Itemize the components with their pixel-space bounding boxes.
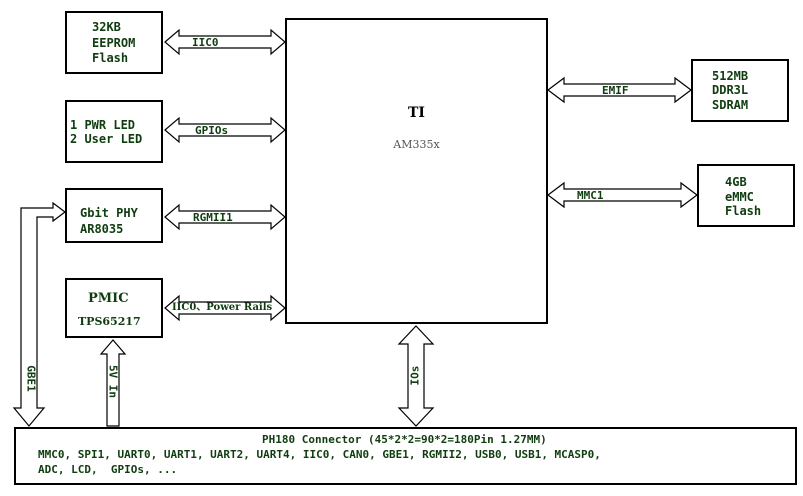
link-label-5v-in: 5V In: [106, 364, 120, 399]
link-label-rgmii1: RGMII1: [193, 211, 233, 224]
eeprom-line-3: Flash: [92, 51, 129, 65]
led-line-1: 1 PWR LED: [70, 118, 136, 132]
emmc-line-1: 4GB: [725, 175, 747, 189]
arrow-mmc1: [547, 181, 698, 209]
led-block: [65, 100, 163, 163]
arrow-ios: [397, 325, 435, 427]
ddr-line-3: SDRAM: [712, 98, 749, 112]
arrow-gbe1: [12, 201, 66, 427]
soc-model: AM335x: [393, 138, 440, 151]
ddr-line-1: 512MB: [712, 69, 749, 83]
connector-block: [14, 427, 797, 485]
emmc-block: [697, 164, 795, 227]
eeprom-line-2: EEPROM: [92, 36, 136, 50]
link-label-gpios: GPIOs: [195, 124, 229, 137]
emmc-line-2: eMMC: [725, 190, 754, 204]
link-label-ios: IOs: [408, 365, 422, 386]
connector-signals-2: ADC, LCD, GPIOs, ...: [38, 463, 178, 476]
eeprom-block: [65, 11, 163, 74]
ddr-block: [691, 59, 789, 122]
eeprom-line-1: 32KB: [92, 20, 121, 34]
link-label-gbe1: GBE1: [24, 365, 38, 392]
phy-block: [65, 188, 163, 243]
link-label-emif: EMIF: [602, 84, 629, 97]
connector-title: PH180 Connector (45*2*2=90*2=180Pin 1.27…: [262, 433, 547, 446]
pmic-line-1: PMIC: [88, 291, 129, 306]
link-label-mmc1: MMC1: [577, 189, 604, 202]
arrow-5v-in: [99, 339, 127, 427]
connector-signals-1: MMC0, SPI1, UART0, UART1, UART2, UART4, …: [38, 448, 601, 461]
link-label-iic0: IIC0: [192, 36, 219, 49]
phy-line-1: Gbit PHY: [80, 206, 138, 220]
soc-vendor: TI: [408, 105, 425, 121]
ddr-line-2: DDR3L: [712, 83, 749, 97]
led-line-2: 2 User LED: [70, 132, 143, 146]
phy-line-2: AR8035: [80, 222, 124, 236]
arrow-iic0: [164, 28, 286, 56]
emmc-line-3: Flash: [725, 204, 762, 218]
pmic-block: [65, 278, 163, 338]
pmic-line-2: TPS65217: [78, 315, 141, 328]
link-label-iic0-power: IIC0、Power Rails: [172, 302, 273, 313]
soc-block: [285, 18, 548, 324]
